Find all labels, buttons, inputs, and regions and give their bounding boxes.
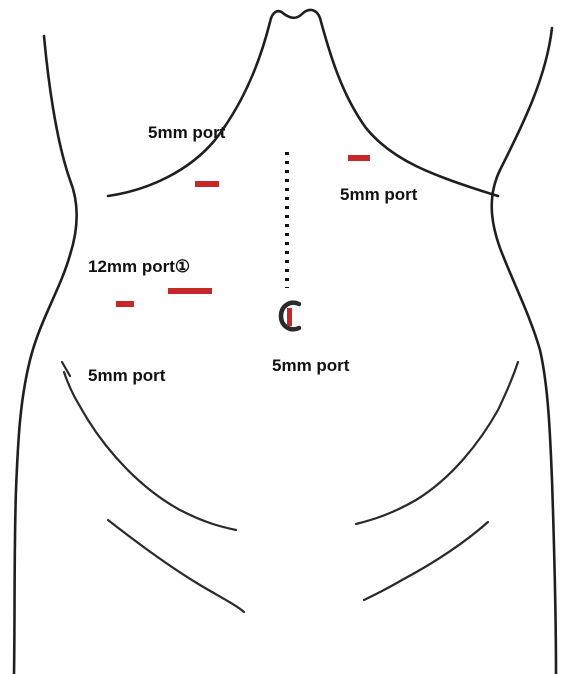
umbilical-port-mark [287,308,292,326]
neck-chest-outline [106,8,500,198]
port-label: 5mm port [88,366,166,385]
port-incision-mark [195,181,219,187]
port-incision-mark [168,288,212,294]
port-incision-mark [116,301,134,307]
right-inguinal-line [354,360,520,526]
right-groin-crease [362,520,490,602]
port-label: 5mm port [340,185,418,204]
left-groin-crease [106,518,246,614]
port-label: 5mm port [148,123,226,142]
right-flank-outline [490,26,558,674]
port-incision-mark [348,155,370,161]
left-flank-outline [12,34,79,674]
port-label: 5mm port [272,356,350,375]
port-label: 12mm port① [88,257,191,276]
left-inguinal-line [62,370,238,532]
umbilicus-outline [278,300,302,332]
left-flank-tick [60,360,72,378]
